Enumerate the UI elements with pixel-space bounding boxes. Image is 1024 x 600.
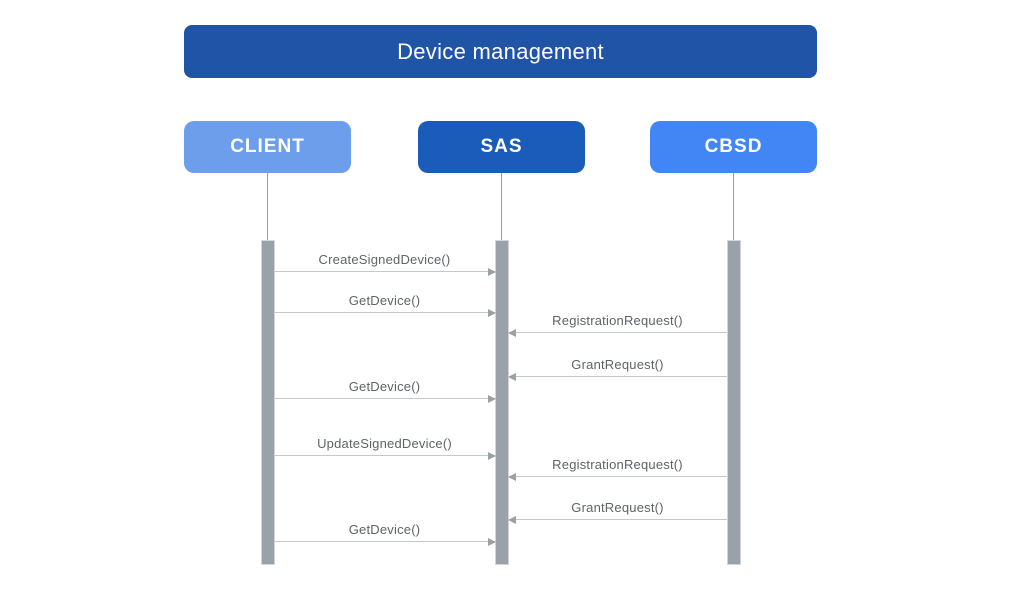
message-label: RegistrationRequest() <box>552 313 683 328</box>
message-arrow-line <box>274 540 495 542</box>
lifeline-cbsd <box>733 173 734 242</box>
message-label: GrantRequest() <box>571 357 664 372</box>
arrowhead-left-icon <box>507 328 516 337</box>
message-7: RegistrationRequest() <box>507 451 727 481</box>
lifeline-client <box>267 173 268 242</box>
message-arrow-line <box>274 397 495 399</box>
actor-cbsd: CBSD <box>650 121 817 173</box>
message-arrow-line <box>508 375 727 377</box>
actor-client: CLIENT <box>184 121 351 173</box>
arrowhead-right-icon <box>487 308 496 317</box>
message-label: GrantRequest() <box>571 500 664 515</box>
message-label: RegistrationRequest() <box>552 457 683 472</box>
message-2: GetDevice() <box>274 287 496 317</box>
message-9: GetDevice() <box>274 516 496 546</box>
activation-bar-sas <box>494 240 509 565</box>
message-3: RegistrationRequest() <box>507 307 727 337</box>
activation-bar-cbsd <box>726 240 741 565</box>
message-arrow-line <box>508 475 727 477</box>
message-label: GetDevice() <box>348 379 421 394</box>
message-6: UpdateSignedDevice() <box>274 430 496 460</box>
message-arrow-line <box>508 518 727 520</box>
arrowhead-left-icon <box>507 472 516 481</box>
message-label: UpdateSignedDevice() <box>317 436 452 451</box>
message-label: CreateSignedDevice() <box>318 252 451 267</box>
message-1: CreateSignedDevice() <box>274 246 496 276</box>
arrowhead-left-icon <box>507 372 516 381</box>
message-8: GrantRequest() <box>507 494 727 524</box>
arrowhead-right-icon <box>487 451 496 460</box>
message-5: GetDevice() <box>274 373 496 403</box>
message-arrow-line <box>274 454 495 456</box>
lifeline-sas <box>501 173 502 242</box>
message-label: GetDevice() <box>348 293 421 308</box>
message-label: GetDevice() <box>348 522 421 537</box>
arrowhead-right-icon <box>487 537 496 546</box>
message-arrow-line <box>274 270 495 272</box>
arrowhead-right-icon <box>487 267 496 276</box>
arrowhead-left-icon <box>507 515 516 524</box>
message-arrow-line <box>508 331 727 333</box>
activation-bar-client <box>260 240 275 565</box>
arrowhead-right-icon <box>487 394 496 403</box>
actor-sas: SAS <box>418 121 585 173</box>
message-4: GrantRequest() <box>507 351 727 381</box>
message-arrow-line <box>274 311 495 313</box>
diagram-title: Device management <box>184 25 817 78</box>
